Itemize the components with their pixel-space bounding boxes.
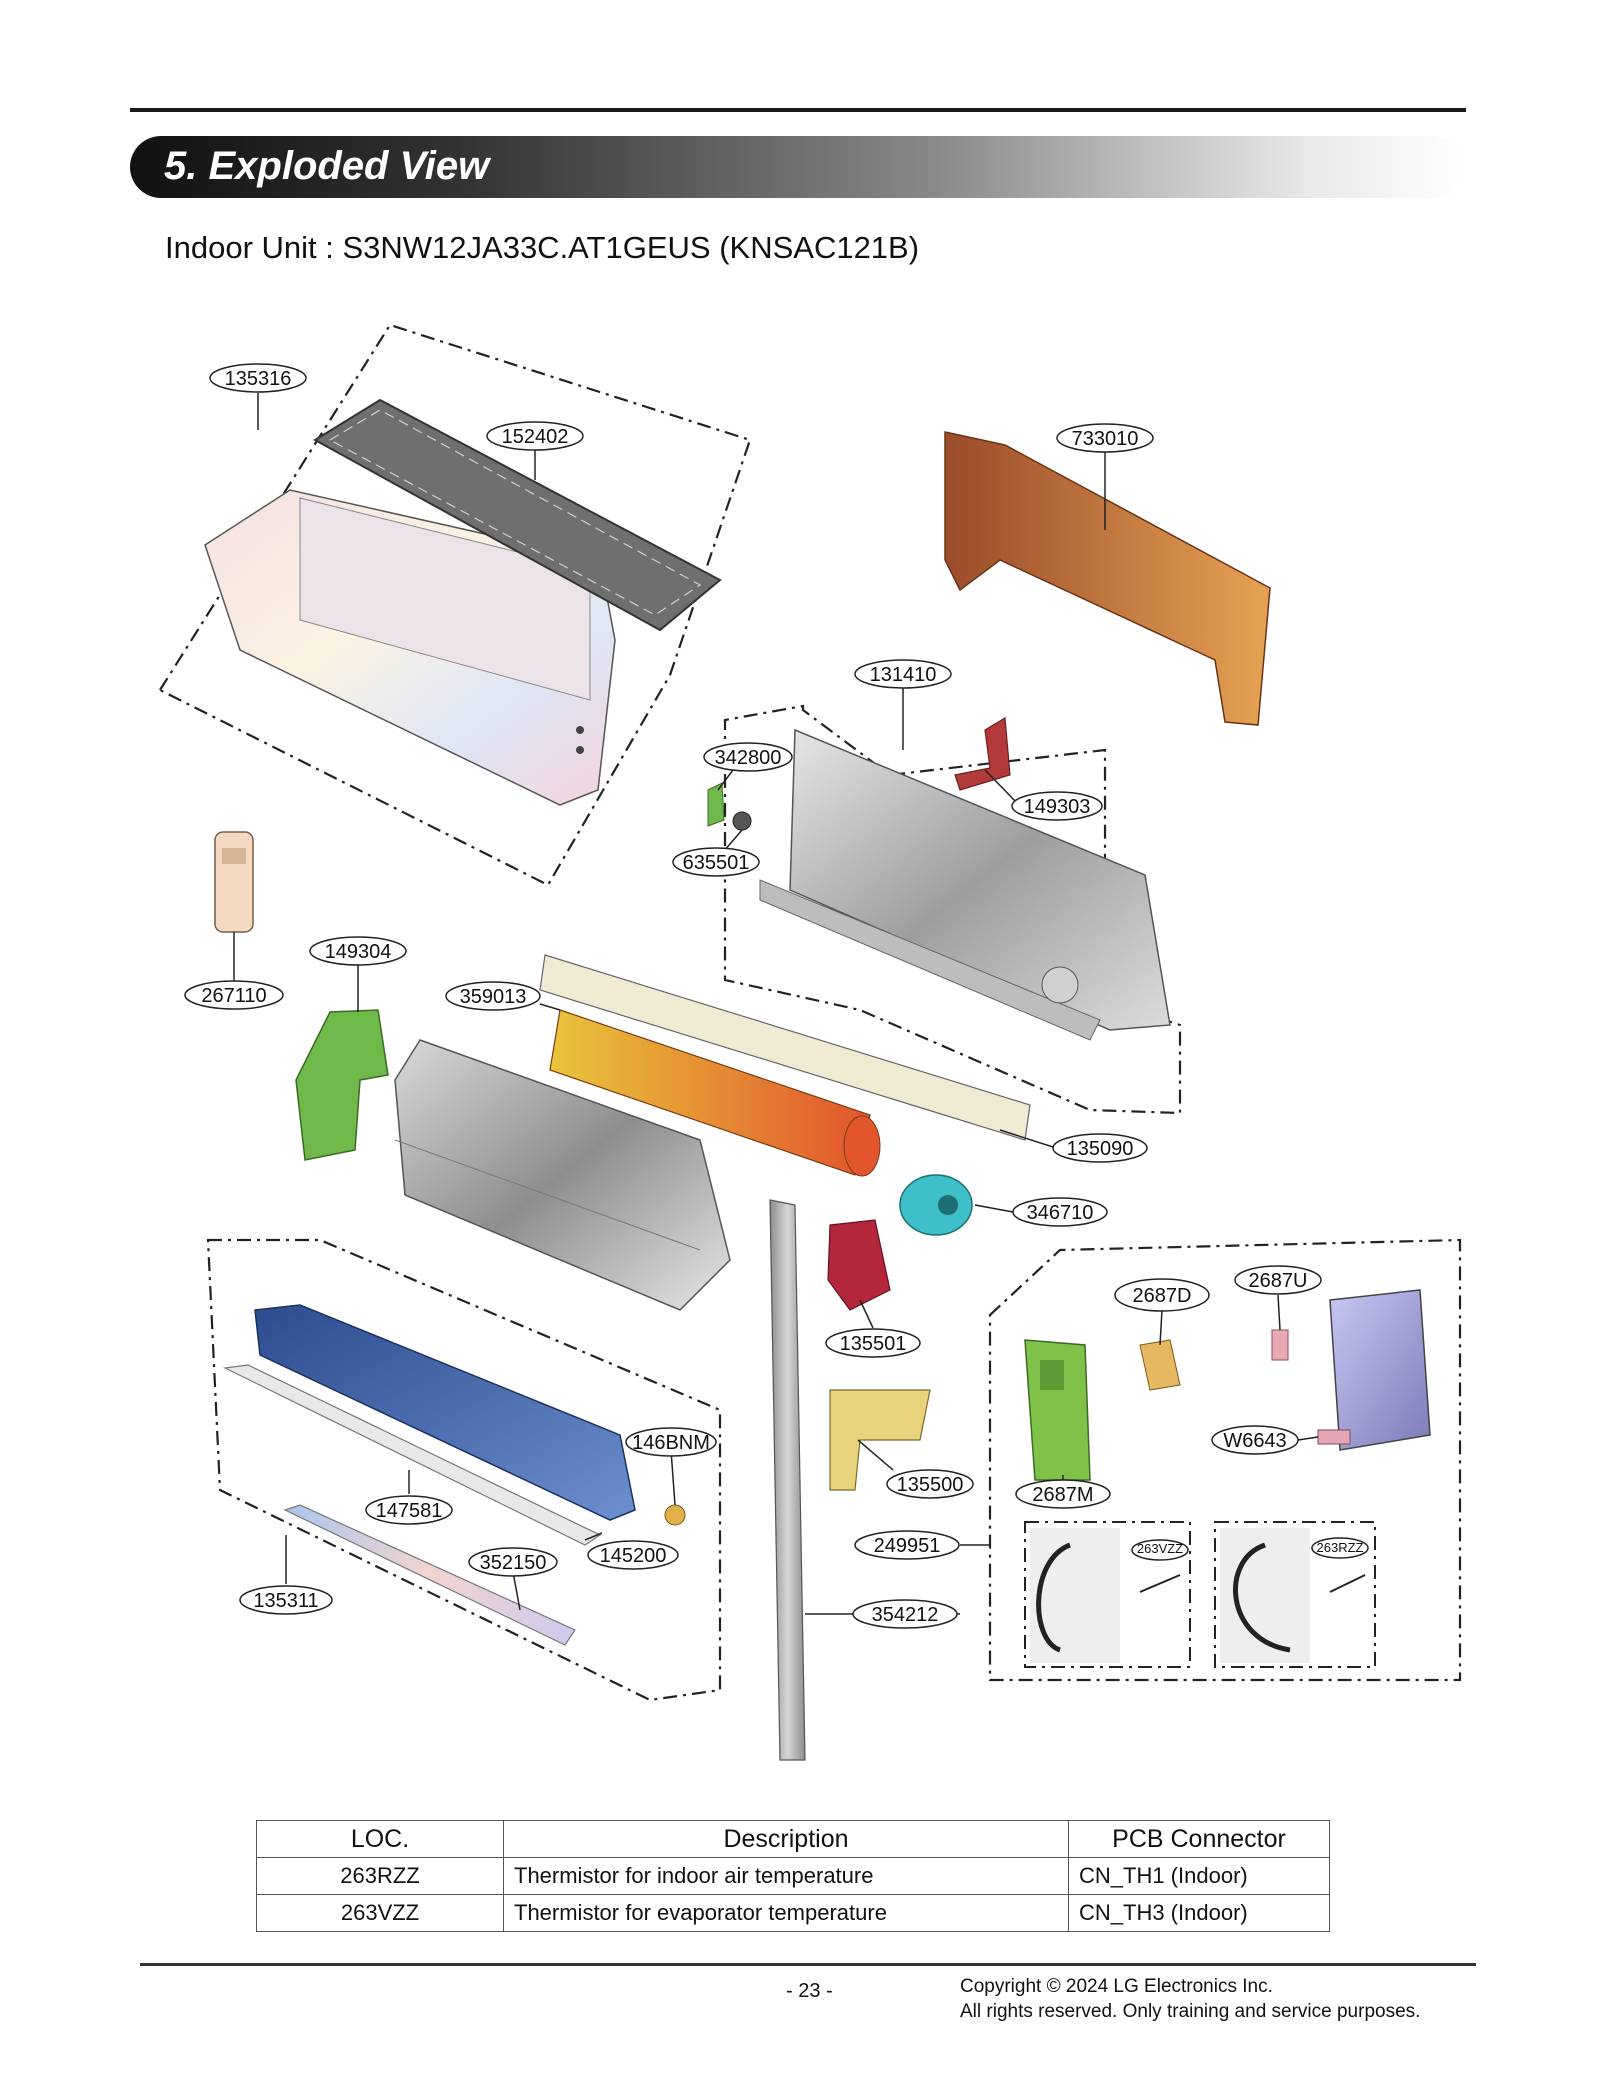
copyright-line-2: All rights reserved. Only training and s… xyxy=(960,2001,1421,2022)
col-loc: LOC. xyxy=(256,1820,504,1858)
copyright: Copyright © 2024 LG Electronics Inc. All… xyxy=(960,1974,1420,2024)
refrigerant-pipe xyxy=(769,1199,806,1761)
exploded-diagram: 135316 152402 733010 131410 342800 14930… xyxy=(158,323,1462,1761)
control-box xyxy=(1329,1289,1431,1451)
installation-plate xyxy=(944,431,1271,726)
callout-733010: 733010 xyxy=(1072,428,1139,450)
cell-loc: 263VZZ xyxy=(256,1894,504,1932)
cross-flow-fan xyxy=(549,1009,881,1177)
sensor-board xyxy=(1271,1329,1289,1361)
discharge-vane xyxy=(222,1364,602,1546)
cell-description: Thermistor for evaporator temperature xyxy=(503,1894,1069,1932)
bearing-holder xyxy=(707,782,725,827)
callout-152402: 152402 xyxy=(502,426,569,448)
callout-135316: 135316 xyxy=(225,368,292,390)
vane-assembly xyxy=(539,954,1031,1141)
pipe-guide xyxy=(829,1389,931,1491)
main-pcb xyxy=(1024,1339,1091,1481)
cell-loc: 263RZZ xyxy=(256,1857,504,1895)
callout-145200: 145200 xyxy=(600,1545,667,1567)
front-panel-group-outline xyxy=(158,323,752,887)
callout-2687U: 2687U xyxy=(1249,1270,1308,1292)
remote-control xyxy=(214,831,254,933)
pcb-group-outline xyxy=(988,1238,1462,1682)
side-holder xyxy=(295,1009,389,1161)
callout-135090: 135090 xyxy=(1067,1138,1134,1160)
drain-group-outline xyxy=(206,1238,722,1702)
top-rule xyxy=(130,108,1466,112)
page-number: - 23 - xyxy=(786,1980,833,2002)
callout-263VZZ: 263VZZ xyxy=(1137,1541,1183,1556)
callout-354212: 354212 xyxy=(872,1604,939,1626)
connector-wire xyxy=(1317,1429,1351,1445)
vertical-vane xyxy=(283,1504,576,1646)
drain-pan xyxy=(254,1304,686,1526)
callout-359013: 359013 xyxy=(460,986,527,1008)
callout-149303: 149303 xyxy=(1024,796,1091,818)
callout-149304: 149304 xyxy=(325,941,392,963)
callout-267110: 267110 xyxy=(201,985,266,1007)
cell-connector: CN_TH1 (Indoor) xyxy=(1068,1857,1330,1895)
filter-grille xyxy=(313,398,722,632)
bottom-rule xyxy=(140,1963,1476,1966)
thermistor-263rzz-photo xyxy=(1214,1521,1376,1668)
table-header-row: LOC. Description PCB Connector xyxy=(256,1820,1330,1858)
fan-motor xyxy=(899,1174,973,1236)
callout-131410: 131410 xyxy=(870,664,937,686)
callout-2687D: 2687D xyxy=(1133,1285,1192,1307)
callout-263RZZ: 263RZZ xyxy=(1317,1540,1364,1555)
callout-146BNM: 146BNM xyxy=(632,1432,710,1454)
table-row: 263RZZ Thermistor for indoor air tempera… xyxy=(256,1857,1330,1895)
motor-cover xyxy=(827,1219,891,1311)
callout-W6643: W6643 xyxy=(1223,1430,1286,1452)
table-row: 263VZZ Thermistor for evaporator tempera… xyxy=(256,1894,1330,1932)
callout-135500: 135500 xyxy=(897,1474,964,1496)
col-pcb-connector: PCB Connector xyxy=(1068,1820,1330,1858)
callout-342800: 342800 xyxy=(715,747,782,769)
section-title: 5. Exploded View xyxy=(164,144,490,188)
evaporator xyxy=(394,1039,731,1311)
callout-135501: 135501 xyxy=(840,1333,907,1355)
col-description: Description xyxy=(503,1820,1069,1858)
cell-connector: CN_TH3 (Indoor) xyxy=(1068,1894,1330,1932)
callout-147581: 147581 xyxy=(376,1500,443,1522)
front-panel xyxy=(204,489,616,806)
chassis xyxy=(759,728,1171,1041)
callout-135311: 135311 xyxy=(253,1590,318,1612)
callout-635501: 635501 xyxy=(683,852,750,874)
bearing xyxy=(732,811,752,831)
section-banner: 5. Exploded View xyxy=(130,136,1466,198)
model-subtitle: Indoor Unit : S3NW12JA33C.AT1GEUS (KNSAC… xyxy=(165,230,920,265)
callout-346710: 346710 xyxy=(1027,1202,1094,1224)
display-pcb xyxy=(1139,1339,1181,1391)
thermistor-263vzz-photo xyxy=(1024,1521,1191,1668)
pipe-bracket xyxy=(954,716,1011,791)
copyright-line-1: Copyright © 2024 LG Electronics Inc. xyxy=(960,1976,1273,1997)
cell-description: Thermistor for indoor air temperature xyxy=(503,1857,1069,1895)
callout-2687M: 2687M xyxy=(1032,1484,1093,1506)
thermistor-table: LOC. Description PCB Connector 263RZZ Th… xyxy=(256,1820,1330,1932)
callout-249951: 249951 xyxy=(874,1535,941,1557)
callout-352150: 352150 xyxy=(480,1552,547,1574)
